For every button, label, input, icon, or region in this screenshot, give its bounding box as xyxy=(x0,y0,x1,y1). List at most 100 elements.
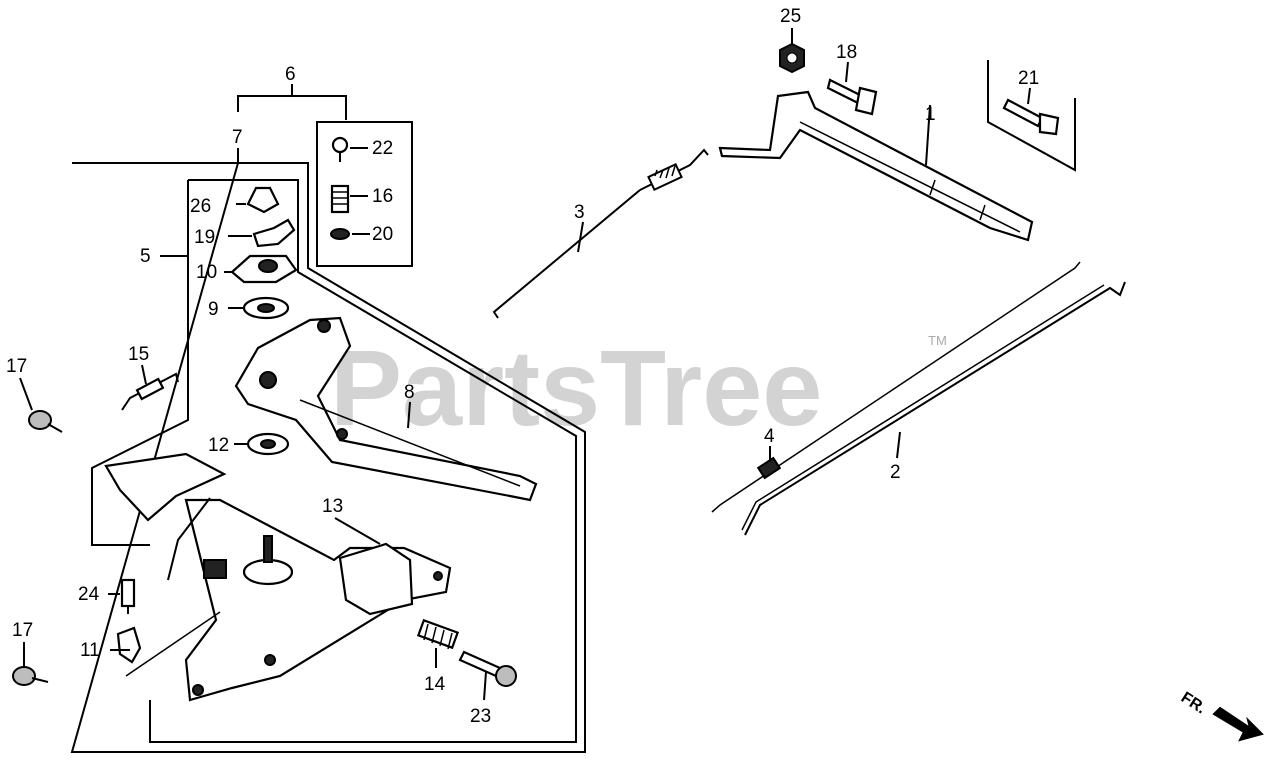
part-13-clip xyxy=(203,559,227,579)
part-4-clip xyxy=(756,456,782,480)
part-12-washer xyxy=(234,432,290,456)
part-18-bolt xyxy=(826,61,878,116)
part-17b-head xyxy=(12,666,36,686)
part-23-bolt xyxy=(458,650,517,701)
part-11-shape xyxy=(116,626,142,664)
part-14-spring xyxy=(416,618,460,668)
leader-3 xyxy=(577,221,584,253)
part-12-hole xyxy=(260,439,276,449)
callout-12: 12 xyxy=(208,435,229,456)
part-3-rod xyxy=(492,148,709,319)
part-17a-bolt xyxy=(19,377,63,433)
part-18-head xyxy=(854,86,878,116)
part-8-edge xyxy=(299,399,521,487)
leader-1 xyxy=(925,104,931,166)
callout-labels: 1 2 3 4 5 6 7 8 9 10 11 12 13 14 15 16 1… xyxy=(6,6,1039,727)
leader-17a xyxy=(19,377,33,411)
callout-17-lower: 17 xyxy=(12,620,33,641)
part-17b-bolt xyxy=(12,642,49,686)
part-22-screw xyxy=(331,136,368,162)
part-16-body xyxy=(330,184,350,214)
part-15-coil xyxy=(135,377,165,401)
callout-18: 18 xyxy=(836,42,857,63)
part-1-step xyxy=(929,179,936,196)
group-6-bracket xyxy=(237,95,347,120)
callout-4: 4 xyxy=(764,426,775,447)
part-24-fitting xyxy=(108,578,136,614)
part-9-hole xyxy=(257,303,275,313)
callout-9: 9 xyxy=(208,299,219,320)
part-3-spring xyxy=(647,162,683,192)
part-8-hole-1 xyxy=(259,371,277,389)
part-10-plate xyxy=(224,254,298,284)
part-16-spring xyxy=(330,184,368,214)
part-13-hole-2 xyxy=(264,654,276,666)
callout-16: 16 xyxy=(372,186,393,207)
part-24-body xyxy=(120,578,136,608)
part-13-boss xyxy=(242,558,294,586)
leader-18 xyxy=(845,61,849,83)
part-20-washer xyxy=(330,228,370,240)
front-label: FR. xyxy=(1178,689,1209,717)
part-21-head xyxy=(1038,112,1060,136)
part-1-lever xyxy=(718,90,1034,242)
callout-23: 23 xyxy=(470,706,491,727)
part-8-lever xyxy=(234,316,538,502)
callout-3: 3 xyxy=(574,202,585,223)
part-1-edge xyxy=(799,121,1021,233)
part-14-coils xyxy=(423,623,453,650)
callout-24: 24 xyxy=(78,584,100,605)
group-21-box xyxy=(987,60,1076,172)
front-direction-indicator: FR. xyxy=(1178,689,1264,742)
part-8-hole-3 xyxy=(336,428,348,440)
callout-19: 19 xyxy=(194,227,215,248)
part-26-shape xyxy=(246,186,280,214)
callout-22: 22 xyxy=(372,138,393,159)
callout-10: 10 xyxy=(196,262,217,283)
part-13-hole-1 xyxy=(192,684,204,696)
watermark-tm: TM xyxy=(928,333,947,348)
part-13-flap xyxy=(104,452,227,522)
part-17b-shank xyxy=(31,677,49,683)
part-1-step-2 xyxy=(979,204,986,221)
callout-15: 15 xyxy=(128,344,149,365)
callout-6: 6 xyxy=(285,64,296,85)
part-15-spring xyxy=(121,364,179,411)
part-19-clip xyxy=(228,218,296,248)
part-23-head xyxy=(495,665,517,687)
part-13-plate xyxy=(104,452,452,702)
part-4-rod xyxy=(711,261,1081,513)
part-19-shape xyxy=(252,218,296,248)
leader-2 xyxy=(896,431,901,459)
callout-17-upper: 17 xyxy=(6,356,27,377)
group-5-outline xyxy=(91,179,577,743)
callout-2: 2 xyxy=(890,462,901,483)
callout-13: 13 xyxy=(322,496,343,517)
callout-26: 26 xyxy=(190,196,211,217)
part-10-hole xyxy=(258,259,278,273)
leader-21 xyxy=(1027,87,1031,105)
part-16-coils xyxy=(332,191,348,205)
part-22-head xyxy=(331,136,349,154)
part-23-shank xyxy=(458,650,502,678)
part-20-shape xyxy=(330,228,350,240)
part-13-bracket xyxy=(338,542,414,616)
callout-14: 14 xyxy=(424,674,446,695)
part-17a-shank xyxy=(47,423,63,433)
part-14-body xyxy=(416,618,460,650)
part-11-link xyxy=(125,611,221,677)
leader-8 xyxy=(407,401,411,429)
front-arrow-icon xyxy=(1212,706,1264,742)
part-2-rod xyxy=(741,281,1126,536)
part-21-bolt xyxy=(1002,87,1060,136)
part-25-nut xyxy=(779,28,805,74)
part-1-body xyxy=(718,90,1034,242)
part-17a-head xyxy=(28,410,52,430)
part-8-hole-2 xyxy=(317,319,331,333)
callout-8: 8 xyxy=(404,382,415,403)
leader-23 xyxy=(483,671,487,701)
part-2-wire-inner xyxy=(741,284,1105,531)
part-25-hole xyxy=(786,52,798,64)
